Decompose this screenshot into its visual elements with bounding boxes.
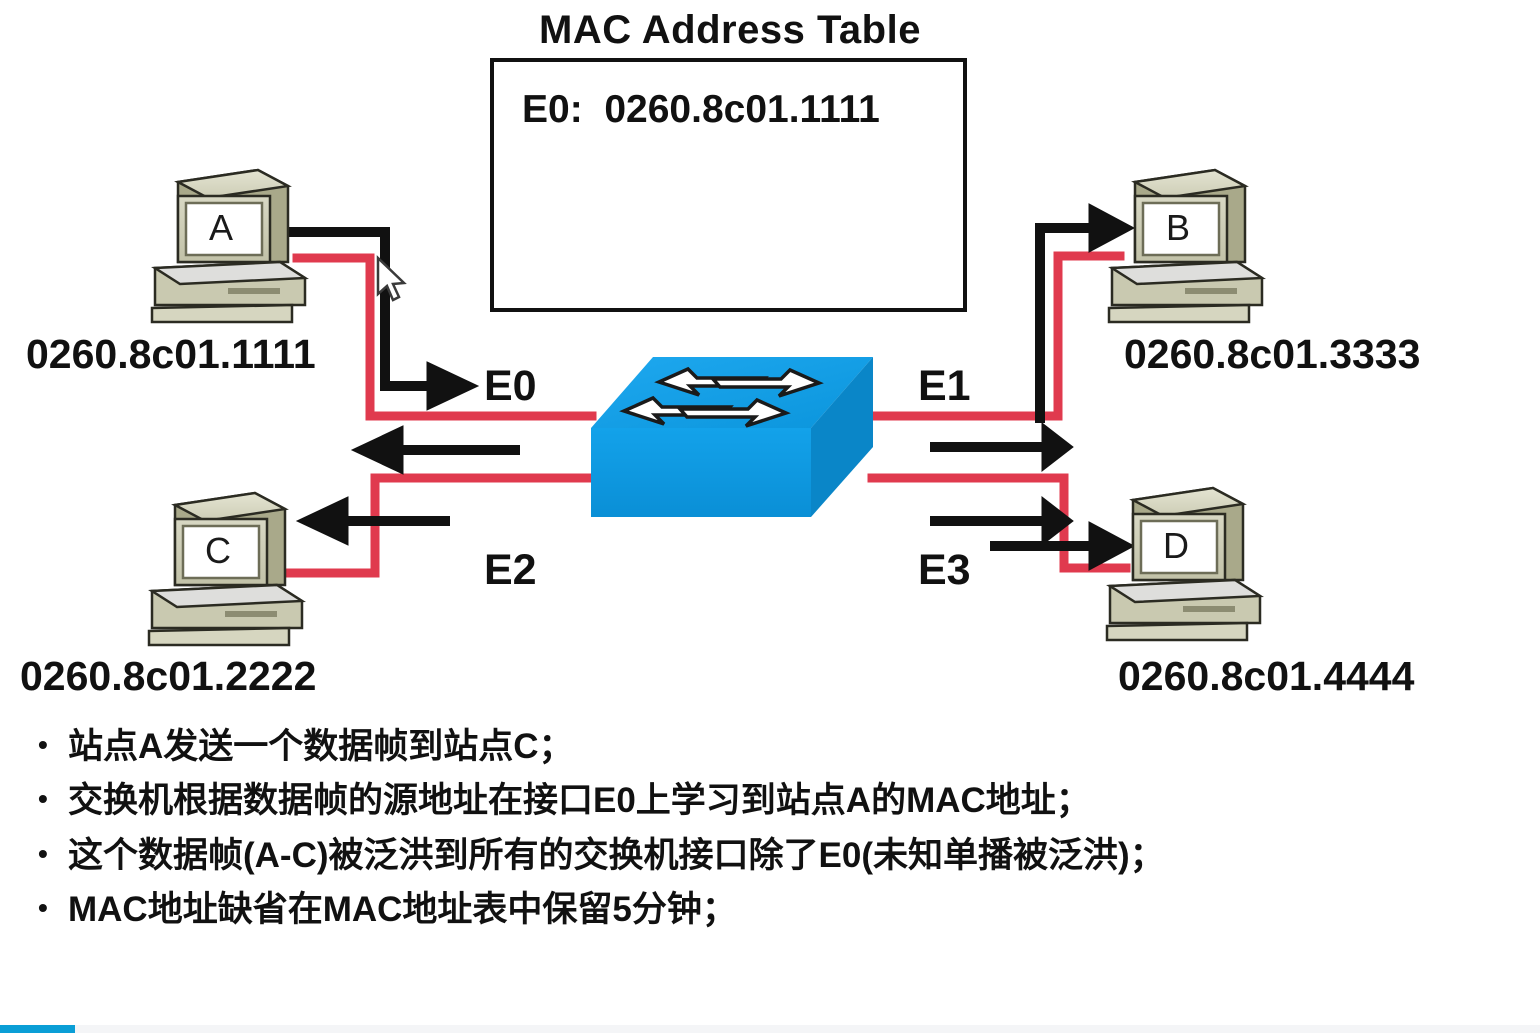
list-item-text: 这个数据帧(A-C)被泛洪到所有的交换机接口除了E0(未知单播被泛洪)； (68, 835, 1165, 875)
arrow-a-to-e0 (283, 227, 480, 411)
explanation-bullet-list: • 站点A发送一个数据帧到站点C； • 交换机根据数据帧的源地址在接口E0上学习… (38, 726, 1518, 943)
list-item-text: MAC地址缺省在MAC地址表中保留5分钟； (68, 889, 737, 929)
host-mac-label-a: 0260.8c01.1111 (26, 331, 316, 377)
host-mac-label-b: 0260.8c01.3333 (1124, 331, 1421, 377)
list-item-text: 站点A发送一个数据帧到站点C； (68, 727, 574, 766)
port-label-e1: E1 (918, 362, 971, 410)
mac-address-table-title: MAC Address Table (539, 8, 921, 52)
list-item-text: 交换机根据数据帧的源地址在接口E0上学习到站点A的MAC地址； (68, 781, 1091, 821)
list-item: • 站点A发送一个数据帧到站点C； (38, 726, 1518, 767)
port-label-e0: E0 (484, 362, 537, 410)
host-letter-d: D (1163, 525, 1189, 566)
bullet-icon: • (38, 783, 48, 815)
cable-d-to-e3 (867, 473, 1131, 573)
bullet-icon: • (38, 837, 48, 869)
host-letter-b: B (1165, 207, 1190, 248)
list-item: • 交换机根据数据帧的源地址在接口E0上学习到站点A的MAC地址； (38, 780, 1518, 821)
video-progress-bar[interactable] (0, 1025, 1540, 1033)
arrow-flood-to-c (295, 496, 450, 546)
mouse-cursor-icon (376, 255, 407, 302)
host-letter-c: C (205, 530, 231, 571)
host-letter-a: A (208, 207, 233, 248)
bullet-icon: • (38, 729, 48, 760)
mac-address-table-box: E0: 0260.8c01.1111 (490, 58, 967, 312)
video-progress-fill (0, 1025, 75, 1033)
host-mac-label-c: 0260.8c01.2222 (20, 653, 317, 699)
port-label-e3: E3 (918, 546, 971, 594)
arrow-flood-e2-upper (350, 425, 520, 475)
cable-c-to-e2 (285, 473, 597, 578)
port-label-e2: E2 (484, 546, 537, 594)
arrow-flood-to-d (990, 521, 1136, 571)
arrow-flood-to-b (1035, 203, 1136, 423)
mac-table-row: E0: 0260.8c01.1111 (522, 88, 880, 131)
list-item: • 这个数据帧(A-C)被泛洪到所有的交换机接口除了E0(未知单播被泛洪)； (38, 835, 1518, 876)
list-item: • MAC地址缺省在MAC地址表中保留5分钟； (38, 889, 1518, 930)
ethernet-switch-icon (591, 357, 873, 517)
arrow-flood-e1 (930, 421, 1074, 473)
host-mac-label-d: 0260.8c01.4444 (1118, 653, 1415, 699)
bullet-icon: • (38, 891, 48, 923)
arrow-flood-e3 (930, 495, 1074, 547)
